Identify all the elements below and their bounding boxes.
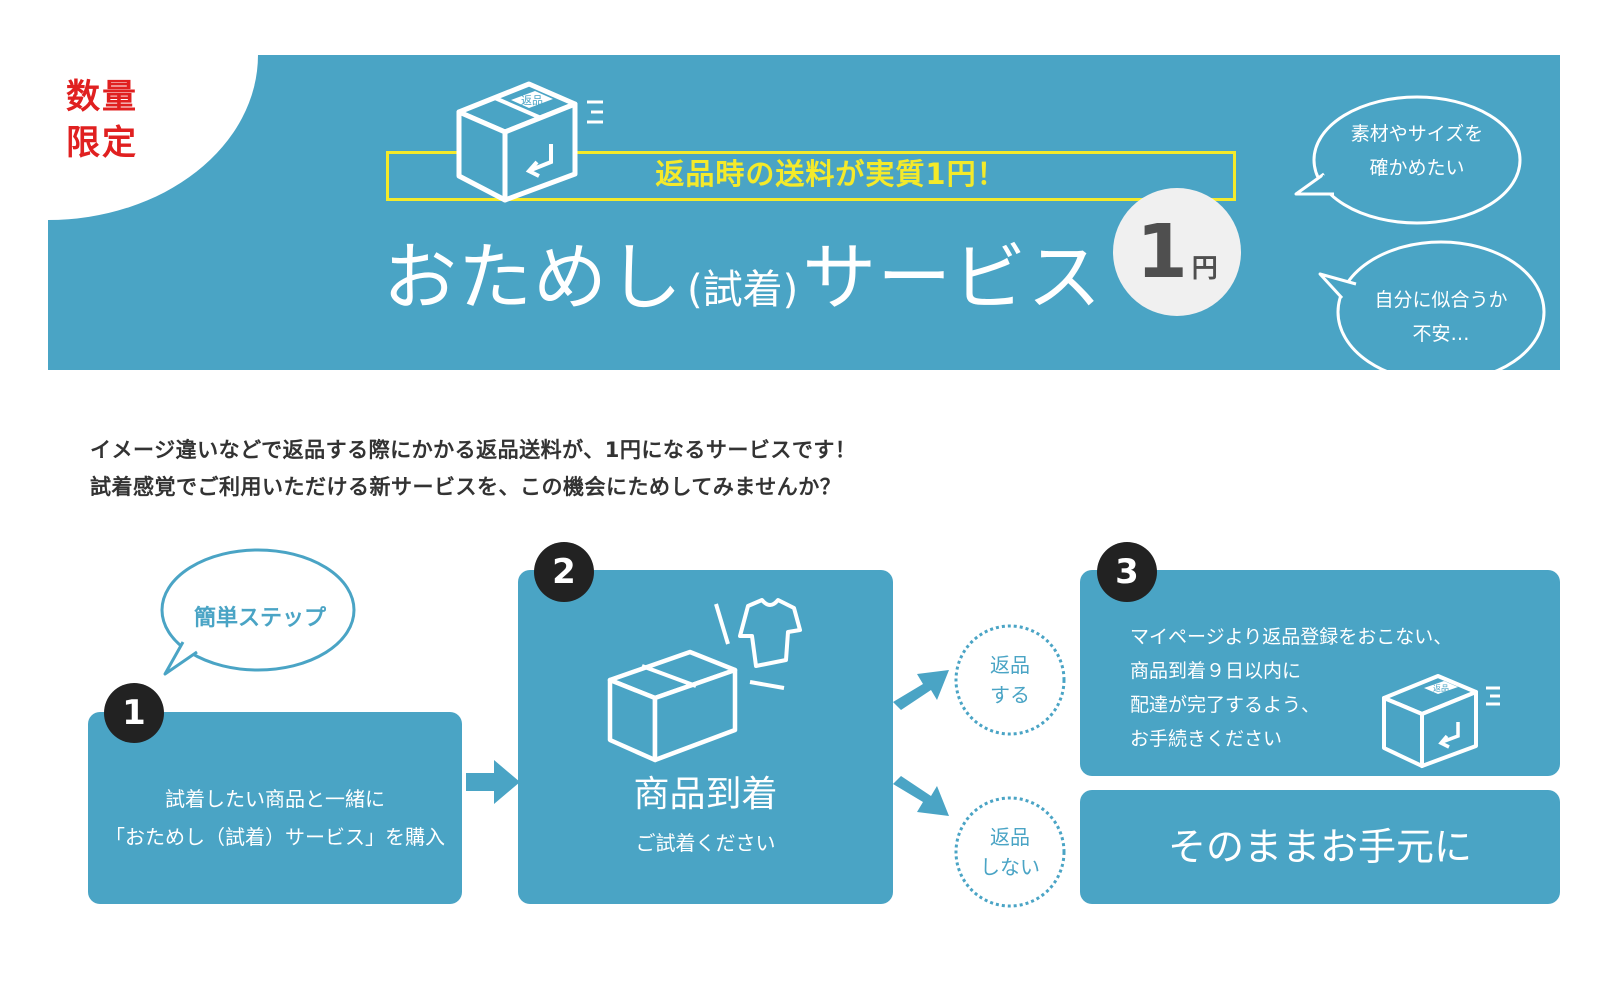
return-no-label: 返品 しない — [952, 822, 1068, 882]
return-box-small-icon: 返品 — [1382, 674, 1500, 768]
limited-label: 数量 限定 — [66, 74, 166, 166]
return-yes-line-1: 返品 — [990, 653, 1030, 677]
return-no-line-1: 返品 — [990, 825, 1030, 849]
limited-line-1: 数量 — [66, 77, 138, 117]
step-3-line-4: お手続きください — [1130, 728, 1283, 750]
bubble-1-line-2: 確かめたい — [1369, 157, 1465, 179]
speech-bubble-1 — [1294, 95, 1522, 225]
return-no-stamp — [954, 796, 1066, 908]
step-1-line-2: 「おためし（試着）サービス」を購入 — [105, 825, 445, 849]
speech-bubble-2 — [1318, 240, 1546, 384]
description-line-2: 試着感覚でご利用いただける新サービスを、この機会にためしてみませんか？ — [90, 475, 842, 499]
description-line-1: イメージ違いなどで返品する際にかかる返品送料が、1円になるサービスです！ — [90, 438, 857, 462]
tagline-frame — [386, 151, 1236, 201]
step-3-line-3: 配達が完了するよう、 — [1130, 694, 1321, 716]
step-1-text: 試着したい商品と一緒に 「おためし（試着）サービス」を購入 — [88, 780, 462, 856]
bubble-2-line-2: 不安… — [1412, 323, 1470, 345]
price-unit: 円 — [1191, 253, 1218, 284]
easy-step-bubble — [160, 548, 356, 676]
step-3-text: マイページより返品登録をおこない、 商品到着９日以内に 配達が完了するよう、 お… — [1130, 620, 1520, 756]
bubble-2-line-1: 自分に似合うか — [1374, 289, 1508, 311]
return-yes-label: 返品 する — [952, 650, 1068, 710]
keep-label: そのままお手元に — [1167, 825, 1472, 869]
return-no-line-2: しない — [980, 855, 1040, 879]
package-delivery-icon — [607, 598, 802, 763]
bubble-1-line-1: 素材やサイズを — [1350, 123, 1484, 145]
description: イメージ違いなどで返品する際にかかる返品送料が、1円になるサービスです！ 試着感… — [90, 432, 1290, 506]
hero-banner — [48, 55, 1560, 370]
tagline: 返品時の送料が実質1円！ — [655, 157, 1007, 191]
step-2-subtitle: ご試着ください — [635, 831, 776, 855]
step-1-number: 1 — [104, 683, 164, 743]
box-label: 返品 — [521, 94, 543, 107]
service-title: おためし (試着) サービス — [383, 218, 1102, 321]
limited-line-2: 限定 — [66, 123, 138, 163]
small-box-label: 返品 — [1433, 684, 1449, 693]
title-part-2: サービス — [802, 235, 1103, 321]
step-3-number: 3 — [1097, 542, 1157, 602]
one-yen-badge: 1 円 — [1113, 188, 1241, 316]
bubble-text-2: 自分に似合うか 不安… — [1346, 283, 1536, 351]
arrow-up-right-icon — [893, 670, 949, 710]
arrow-right-icon — [466, 760, 520, 804]
title-paren: (試着) — [687, 267, 799, 313]
keep-box — [1080, 790, 1560, 904]
step-2-title: 商品到着 — [633, 774, 778, 815]
step-3-box — [1080, 570, 1560, 776]
return-yes-line-2: する — [990, 683, 1030, 707]
return-box-icon: 返品 — [456, 81, 603, 203]
title-part-1: おためし — [383, 235, 683, 321]
step-1-line-1: 試着したい商品と一緒に — [165, 787, 385, 811]
easy-step-label: 簡単ステップ — [193, 606, 326, 631]
arrow-down-right-icon — [893, 776, 949, 816]
price-number: 1 — [1136, 209, 1188, 295]
step-2-number: 2 — [534, 542, 594, 602]
bubble-text-1: 素材やサイズを 確かめたい — [1322, 117, 1512, 185]
return-yes-stamp — [954, 624, 1066, 736]
step-1-box — [88, 712, 462, 904]
step-3-line-1: マイページより返品登録をおこない、 — [1130, 626, 1453, 648]
step-3-line-2: 商品到着９日以内に — [1130, 660, 1302, 682]
